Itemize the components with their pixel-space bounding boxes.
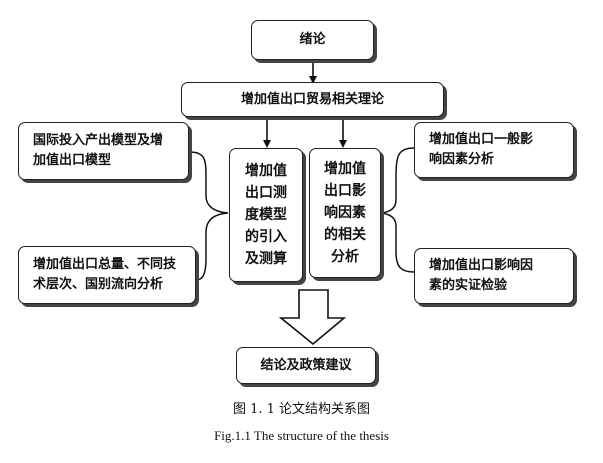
caption-english: Fig.1.1 The structure of the thesis: [214, 428, 389, 443]
left-brace: [188, 151, 229, 281]
empirical-test-line-1: 增加值出口影响因: [429, 258, 534, 273]
conclusion-box: 结论及政策建议: [236, 347, 376, 384]
measurement-line-4: 的引入: [245, 229, 287, 245]
hollow-down-arrow: [278, 289, 347, 346]
general-factors-line-2: 响因素分析: [429, 152, 495, 167]
empirical-test-box: 增加值出口影响因 素的实证检验: [414, 248, 574, 304]
intro-box: 绪论: [251, 20, 374, 60]
influence-line-1: 增加值: [324, 161, 366, 177]
influence-line-3: 响因素: [324, 205, 366, 221]
total-volume-line-2: 术层次、国别流向分析: [33, 277, 164, 292]
right-brace: [380, 147, 415, 273]
influence-line-5: 分析: [331, 249, 359, 265]
measurement-line-5: 及测算: [245, 251, 287, 267]
theory-label: 增加值出口贸易相关理论: [240, 91, 384, 107]
general-factors-line-1: 增加值出口一般影: [429, 132, 534, 147]
empirical-test-line-2: 素的实证检验: [429, 278, 508, 293]
measurement-line-3: 度模型: [245, 207, 287, 223]
general-factors-box: 增加值出口一般影 响因素分析: [414, 122, 574, 178]
measurement-line-1: 增加值: [245, 163, 287, 179]
theory-box: 增加值出口贸易相关理论: [181, 82, 444, 117]
measurement-line-2: 出口测: [245, 185, 287, 201]
influence-factors-box: 增加值 出口影 响因素 的相关 分析: [309, 148, 381, 278]
input-output-model-line-1: 国际投入产出模型及增: [33, 133, 164, 148]
input-output-model-box: 国际投入产出模型及增 加值出口模型: [18, 122, 189, 180]
measurement-model-box: 增加值 出口测 度模型 的引入 及测算: [229, 148, 303, 282]
caption-chinese: 图 1. 1 论文结构关系图: [232, 402, 371, 417]
influence-line-4: 的相关: [324, 227, 366, 243]
conclusion-label: 结论及政策建议: [260, 357, 352, 373]
intro-label: 绪论: [299, 32, 326, 47]
total-volume-line-1: 增加值出口总量、不同技: [33, 257, 177, 272]
influence-line-2: 出口影: [324, 183, 366, 199]
total-volume-analysis-box: 增加值出口总量、不同技 术层次、国别流向分析: [18, 246, 196, 304]
input-output-model-line-2: 加值出口模型: [33, 153, 112, 168]
